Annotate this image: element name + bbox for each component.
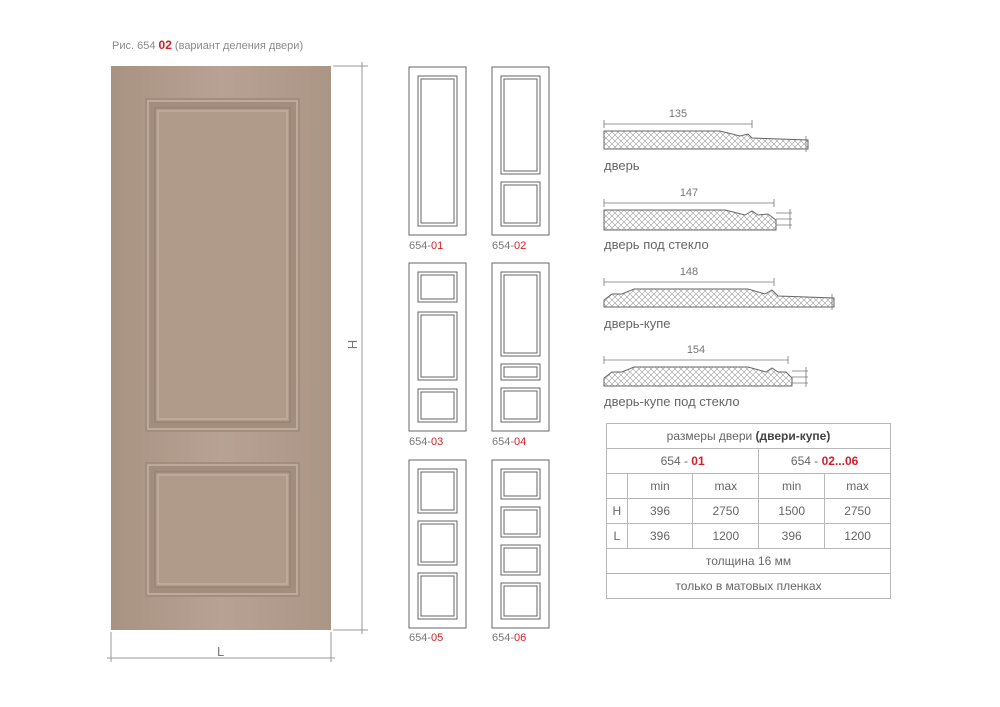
min-header: min — [758, 473, 826, 499]
max-header: max — [824, 473, 891, 499]
caption-code: 02 — [158, 38, 172, 52]
caption-prefix: Рис. 654 — [112, 40, 159, 52]
variant-label-02: 654-02 — [492, 240, 527, 252]
variant-thumb-05 — [408, 459, 467, 629]
variant-thumb-03 — [408, 262, 467, 432]
profile-label-4: дверь-купе под стекло — [604, 394, 740, 409]
profile-label-1: дверь — [604, 158, 640, 173]
figure-caption: Рис. 654 02 (вариант деления двери) — [112, 38, 303, 52]
variant-label-05: 654-05 — [409, 632, 444, 644]
corner-cell — [606, 473, 628, 499]
profile-label-3: дверь-купе — [604, 316, 671, 331]
profile-width-4: 154 — [686, 344, 706, 356]
profile-section-3 — [603, 278, 835, 310]
group-header-01: 654 - 01 — [605, 448, 760, 474]
min-header: min — [626, 473, 694, 499]
profile-label-2: дверь под стекло — [604, 237, 709, 252]
variant-thumb-02 — [491, 66, 550, 236]
width-label: L — [217, 644, 225, 659]
profile-width-1: 135 — [668, 108, 688, 120]
variant-thumbnails — [408, 66, 550, 629]
group-header-02-06: 654 - 02...06 — [758, 448, 891, 474]
height-dimension-line — [333, 62, 368, 634]
finish-note: только в матовых пленках — [606, 573, 891, 599]
variant-label-01: 654-01 — [409, 240, 444, 252]
door-sizes-table: размеры двери (двери-купе) 654 - 01 654 … — [605, 423, 891, 599]
thickness-note: толщина 16 мм — [606, 548, 891, 574]
profile-section-4 — [603, 356, 808, 387]
variant-label-04: 654-04 — [492, 436, 527, 448]
table-title: размеры двери (двери-купе) — [606, 423, 891, 449]
max-header: max — [692, 473, 760, 499]
caption-suffix: (вариант деления двери) — [171, 40, 304, 52]
variant-label-03: 654-03 — [409, 436, 444, 448]
table-row: H 396 2750 1500 2750 — [606, 498, 891, 524]
variant-thumb-06 — [491, 459, 550, 629]
door-illustration — [111, 66, 331, 630]
profile-section-2 — [603, 199, 792, 231]
variant-label-06: 654-06 — [492, 632, 527, 644]
height-label: H — [345, 339, 361, 350]
profile-width-3: 148 — [679, 266, 699, 278]
variant-thumb-01 — [408, 66, 467, 236]
profile-width-2: 147 — [679, 187, 699, 199]
variant-thumb-04 — [491, 262, 550, 432]
table-row: L 396 1200 396 1200 — [606, 523, 891, 549]
width-dimension-line — [107, 632, 335, 662]
profile-section-1 — [603, 120, 809, 152]
